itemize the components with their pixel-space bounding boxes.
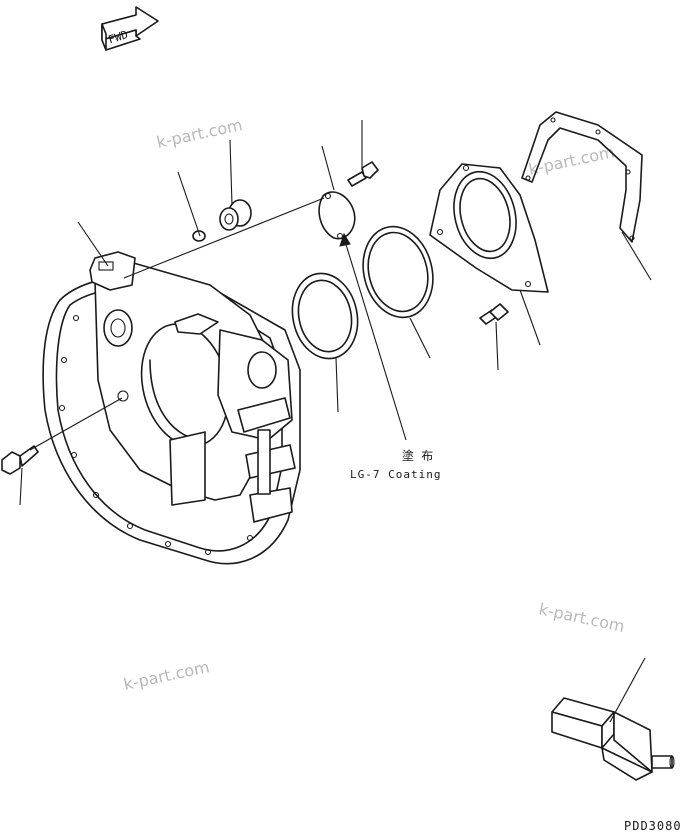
coating-label-jp: 塗 布 [402,448,433,463]
gasket-ring [362,225,434,319]
watermark-3: k-part.com [537,599,626,636]
coating-label-en: LG-7 Coating [350,468,441,481]
cover-plate [318,191,356,240]
cover-bolt [347,161,379,187]
flywheel-housing [42,251,301,565]
oil-seal [291,272,359,360]
watermark-4: k-part.com [122,657,211,694]
housing-bolt [1,445,39,475]
seal-retainer [429,163,549,293]
installation-tool [551,697,675,781]
forward-arrow-icon: FWD [101,6,159,51]
drain-plug [219,199,252,231]
gasket [521,111,643,243]
forward-arrow-label: FWD [107,28,130,47]
o-ring [192,230,206,242]
retainer-bolt [479,303,509,325]
leader-lines [19,120,652,723]
figure-code: PDD3080 [624,819,682,833]
